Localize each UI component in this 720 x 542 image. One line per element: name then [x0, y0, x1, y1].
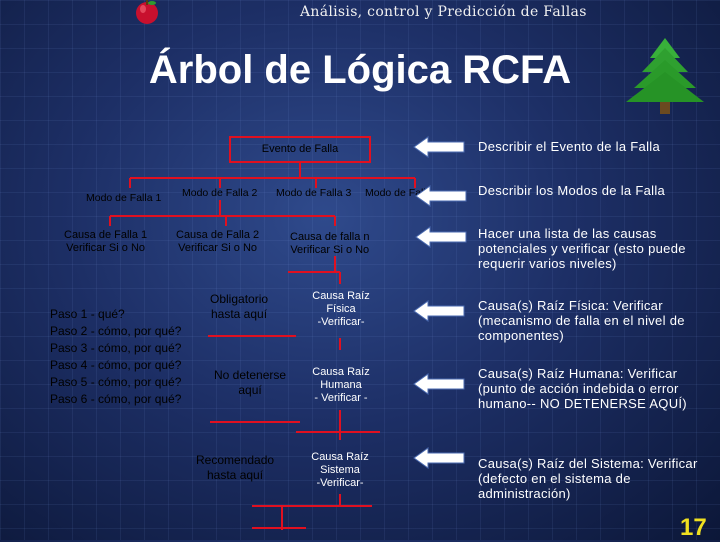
physical-root-line1: Causa Raíz [312, 290, 370, 302]
mandatory-note: Obligatorio hasta aquí [210, 292, 268, 322]
cause-node-n: Causa de falla n Verificar Si o No [290, 231, 370, 257]
description-system-root: Causa(s) Raíz del Sistema: Verificar (de… [478, 456, 698, 501]
no-stop-note: No detenerse aquí [214, 368, 286, 398]
event-node: Evento de Falla [261, 143, 339, 155]
human-root-line1: Causa Raíz [312, 366, 370, 378]
step-6: Paso 6 - cómo, por qué? [50, 392, 182, 406]
cause-node-n-name: Causa de falla n [290, 231, 370, 243]
no-stop-note-line2: aquí [238, 383, 262, 397]
cause-node-1-verify: Verificar Si o No [66, 242, 146, 254]
system-root-line3: -Verificar- [316, 477, 364, 489]
left-arrow-icon [413, 136, 465, 158]
cause-node-2-name: Causa de Falla 2 [176, 229, 260, 241]
system-root-line1: Causa Raíz [311, 451, 369, 463]
left-arrow-icon [415, 226, 467, 248]
left-arrow-icon [413, 447, 465, 469]
page-number: 17 [680, 514, 707, 541]
left-arrow-icon [415, 185, 467, 207]
step-5: Paso 5 - cómo, por qué? [50, 375, 182, 389]
step-2: Paso 2 - cómo, por qué? [50, 324, 182, 338]
step-1: Paso 1 - qué? [50, 307, 125, 321]
cause-node-2-verify: Verificar Si o No [178, 242, 258, 254]
physical-root-node: Causa Raíz Física -Verificar- [306, 290, 376, 329]
left-arrow-icon [413, 373, 465, 395]
left-arrow-icon [413, 300, 465, 322]
description-event: Describir el Evento de la Falla [478, 139, 660, 154]
cause-node-1: Causa de Falla 1 Verificar Si o No [64, 229, 147, 255]
physical-root-line3: -Verificar- [317, 316, 365, 328]
recommended-note-line2: hasta aquí [207, 468, 264, 482]
description-causes: Hacer una lista de las causas potenciale… [478, 226, 686, 271]
recommended-note-line1: Recomendado [196, 453, 275, 467]
description-physical-root: Causa(s) Raíz Física: Verificar (mecanis… [478, 298, 685, 343]
description-modes: Describir los Modos de la Falla [478, 183, 666, 198]
apple-icon [136, 0, 158, 24]
step-3: Paso 3 - cómo, por qué? [50, 341, 182, 355]
pine-tree-icon [626, 38, 704, 114]
human-root-node: Causa Raíz Humana - Verificar - [304, 366, 378, 405]
system-root-line2: Sistema [320, 464, 360, 476]
description-human-root: Causa(s) Raíz Humana: Verificar (punto d… [478, 366, 687, 411]
no-stop-note-line1: No detenerse [214, 368, 287, 382]
steps-list: Paso 1 - qué? Paso 2 - cómo, por qué? Pa… [50, 306, 181, 408]
cause-node-2: Causa de Falla 2 Verificar Si o No [176, 229, 259, 255]
system-root-node: Causa Raíz Sistema -Verificar- [304, 451, 376, 490]
page-title: Árbol de Lógica RCFA [148, 48, 572, 92]
human-root-line3: - Verificar - [314, 392, 368, 404]
mode-node-2: Modo de Falla 2 [182, 187, 258, 199]
mandatory-note-line2: hasta aquí [210, 307, 268, 321]
mode-node-3: Modo de Falla 3 [276, 187, 352, 199]
cause-node-1-name: Causa de Falla 1 [64, 229, 148, 241]
cause-node-n-verify: Verificar Si o No [290, 244, 370, 256]
mode-node-1: Modo de Falla 1 [86, 192, 162, 204]
human-root-line2: Humana [320, 379, 362, 391]
header-text: Análisis, control y Predicción de Fallas [300, 4, 587, 20]
step-4: Paso 4 - cómo, por qué? [50, 358, 182, 372]
mandatory-note-line1: Obligatorio [210, 292, 269, 306]
recommended-note: Recomendado hasta aquí [196, 453, 274, 483]
physical-root-line2: Física [326, 303, 356, 315]
